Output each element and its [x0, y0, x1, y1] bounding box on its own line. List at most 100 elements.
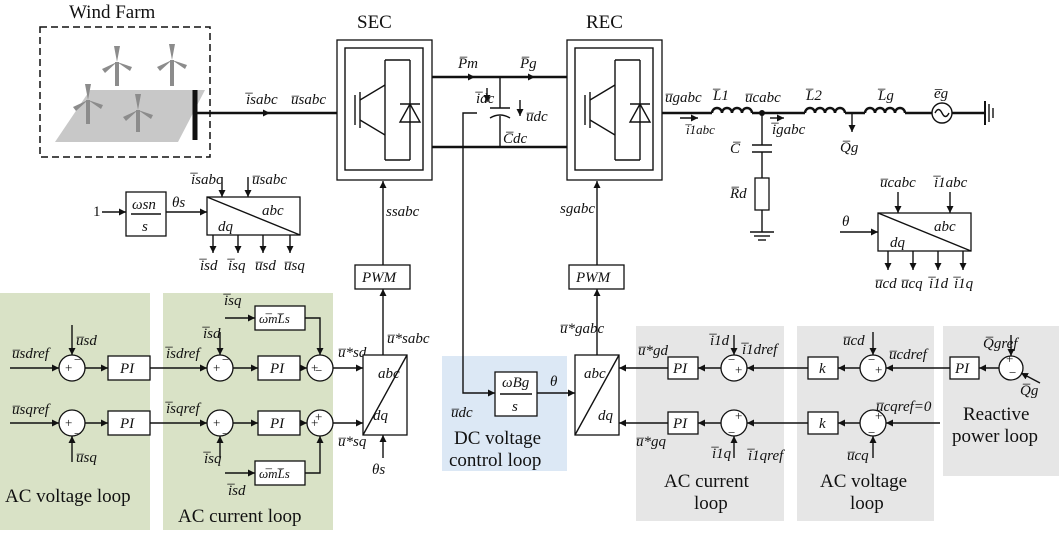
svg-text:+: +	[311, 360, 318, 375]
inductor-l1	[710, 106, 754, 114]
wind-farm: Wind Farm	[39, 2, 211, 158]
filter-branch	[750, 113, 774, 241]
c-dc-label: C̅dc	[503, 131, 528, 147]
svg-text:−: −	[222, 352, 229, 367]
grid-source-icon	[931, 102, 953, 124]
i-1q-fb-label: i̅1q	[710, 446, 731, 462]
pll-right-out-3: i̅1q	[952, 276, 973, 292]
rec-title: REC	[586, 12, 623, 33]
pi-label: PI	[119, 361, 135, 377]
pll-right-out-1: u̅cq	[901, 276, 924, 292]
ac-voltage-loop-right-label-1: AC voltage	[820, 471, 907, 492]
u-gq-star-label: u̅*gq	[636, 434, 667, 450]
dc-voltage-loop-label-2: control loop	[449, 450, 541, 471]
dq-label: dq	[890, 235, 906, 251]
i-dc-label: i̅dc	[474, 91, 494, 107]
pi-label: PI	[954, 361, 970, 377]
wind-turbine-icon	[73, 44, 187, 132]
dc-link-capacitor	[489, 77, 511, 147]
lg-label: L̅g	[877, 88, 894, 104]
i-sd-bot-label: i̅sd	[226, 483, 246, 499]
pll-left-out-0: i̅sd	[198, 258, 218, 274]
omega-bg-label: ωBg	[502, 375, 530, 391]
u-sabc-label: u̅sabc	[291, 92, 327, 108]
svg-text:−: −	[868, 425, 875, 440]
svg-text:−: −	[728, 352, 735, 367]
ac-current-loop-right-label-1: AC current	[664, 471, 750, 492]
svg-text:−: −	[222, 426, 229, 441]
pi-label: PI	[269, 361, 285, 377]
p-m-label: P̅m	[457, 56, 478, 72]
reactive-power-loop-region	[943, 326, 1059, 476]
u-sd-fb-label: u̅sd	[76, 333, 98, 349]
igbt-icon	[344, 47, 424, 171]
ground-icon	[984, 101, 994, 125]
i-1qref-label: i̅1qref	[746, 448, 785, 464]
pll-right-out-2: i̅1d	[927, 276, 948, 292]
u-gabc-star-label: u̅*gabc	[560, 321, 605, 337]
svg-text:+: +	[735, 408, 742, 423]
pll-left-out-2: u̅sd	[255, 258, 277, 274]
u-cqref-label: u̅cqref=0	[876, 399, 932, 415]
svg-text:+: +	[1006, 351, 1013, 366]
pll-right-out-0: u̅cd	[875, 276, 898, 292]
i-sabc-label: i̅sabc	[244, 92, 278, 108]
dq-label: dq	[373, 408, 389, 424]
l1-label: L̅1	[712, 88, 729, 104]
svg-text:−: −	[1009, 365, 1016, 380]
svg-text:−: −	[74, 352, 81, 367]
const-one-label: 1	[93, 204, 101, 220]
k-label: k	[819, 361, 826, 377]
u-sq-star-label: u̅*sq	[338, 434, 367, 450]
u-sq-fb-label: u̅sq	[76, 450, 98, 466]
dq-label: dq	[218, 219, 234, 235]
ac-current-loop-right-label-2: loop	[694, 493, 728, 514]
svg-text:+: +	[735, 362, 742, 377]
c-label: C̅	[730, 141, 741, 157]
u-cq-fb-label: u̅cq	[847, 448, 870, 464]
i-sq-top-label: i̅sq	[222, 293, 242, 309]
pll-right-in-1: i̅1abc	[932, 175, 967, 191]
svg-text:−: −	[868, 352, 875, 367]
e-g-label: e̅g	[934, 86, 949, 102]
u-dc-label: u̅dc	[526, 109, 548, 125]
pi-label: PI	[119, 416, 135, 432]
pwm-label: PWM	[575, 270, 612, 286]
theta-s-ctrl-label: θs	[372, 462, 385, 478]
reactive-power-loop-label-2: power loop	[952, 426, 1038, 447]
i-1abc-label: i̅1abc	[685, 122, 715, 137]
svg-text:+: +	[213, 415, 220, 430]
u-gd-star-label: u̅*gd	[638, 343, 669, 359]
inductor-lg	[863, 106, 907, 114]
abc-label: abc	[378, 366, 400, 382]
pi-block	[257, 355, 301, 381]
i-gabc-label: i̅gabc	[770, 122, 805, 138]
igbt-icon	[574, 47, 654, 171]
u-dc-ctrl-label: u̅dc	[451, 405, 473, 421]
u-cabc-label: u̅cabc	[745, 90, 782, 106]
q-gref-label: Q̅gref	[983, 336, 1019, 352]
s-label: s	[512, 399, 518, 415]
svg-text:+: +	[875, 362, 882, 377]
u-sabc-star-label: u̅*sabc	[387, 331, 430, 347]
s-sabc-label: ssabc	[386, 204, 420, 220]
omega-m-ls-label: ω̅mL̅s	[259, 311, 290, 326]
wind-farm-title: Wind Farm	[69, 2, 156, 23]
u-gabc-label: u̅gabc	[665, 90, 702, 106]
pi-label: PI	[672, 416, 688, 432]
i-sdref-label: i̅sdref	[164, 346, 201, 362]
pi-label: PI	[672, 361, 688, 377]
svg-text:+: +	[875, 408, 882, 423]
pi-block	[257, 410, 301, 436]
svg-text:+: +	[315, 409, 322, 424]
abc-label: abc	[262, 203, 284, 219]
svg-text:+: +	[311, 415, 318, 430]
ac-voltage-loop-right-label-2: loop	[850, 493, 884, 514]
i-sqref-label: i̅sqref	[164, 401, 201, 417]
svg-text:−: −	[74, 426, 81, 441]
i-1d-fb-label: i̅1d	[708, 333, 729, 349]
sec-title: SEC	[357, 12, 392, 33]
p-g-label: P̅g	[519, 56, 537, 72]
u-sqref-label: u̅sqref	[12, 402, 51, 418]
s-gabc-label: sgabc	[560, 201, 595, 217]
